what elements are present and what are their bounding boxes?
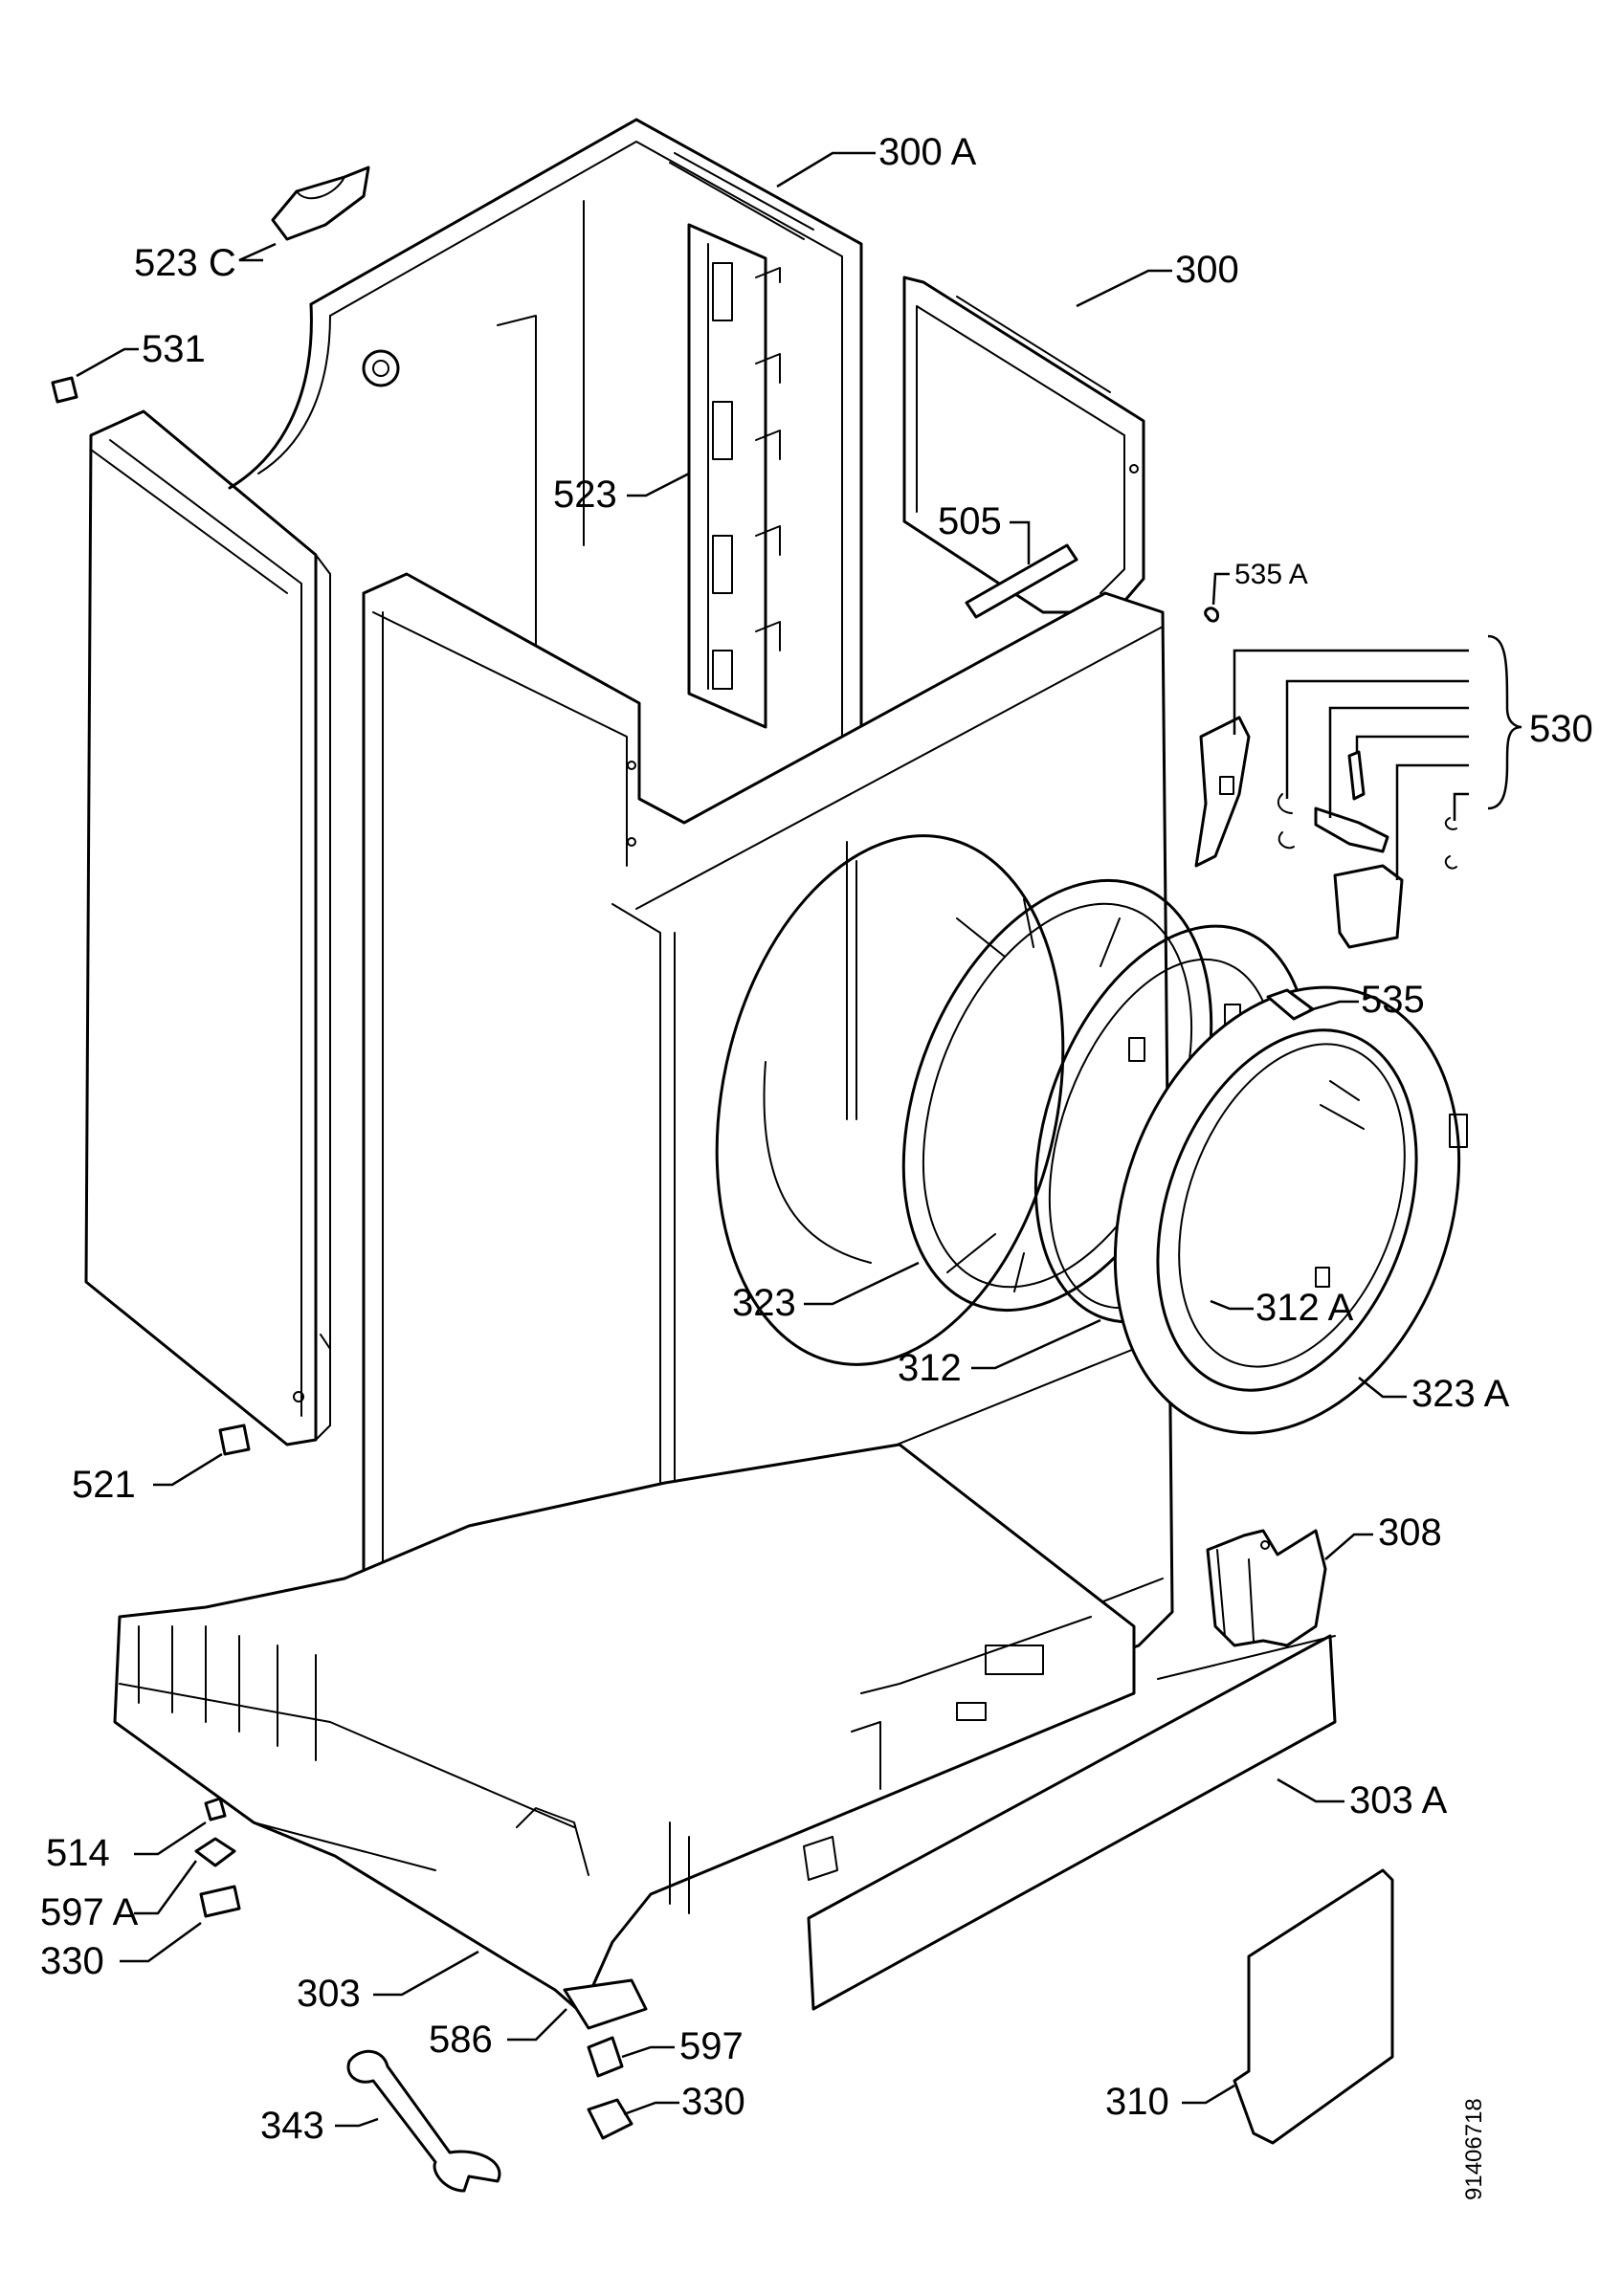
service-flap bbox=[1233, 1868, 1394, 2145]
base-frame bbox=[113, 1443, 1136, 2025]
label-310: 310 bbox=[1105, 2081, 1169, 2123]
label-531: 531 bbox=[142, 328, 206, 370]
label-530: 530 bbox=[1529, 708, 1593, 750]
label-586: 586 bbox=[429, 2019, 493, 2061]
label-597a: 597 A bbox=[40, 1891, 139, 1933]
front-plinth bbox=[807, 1634, 1337, 2011]
label-323: 323 bbox=[732, 1282, 796, 1324]
label-523c: 523 C bbox=[134, 242, 236, 284]
label-330-left: 330 bbox=[40, 1940, 104, 1982]
bracket-strip bbox=[687, 223, 781, 729]
cabinet-rear-frame bbox=[228, 118, 863, 748]
door-hinge bbox=[1206, 1529, 1327, 1647]
label-505: 505 bbox=[938, 500, 1002, 542]
label-523: 523 bbox=[553, 474, 617, 516]
side-panel bbox=[84, 409, 331, 1446]
label-535: 535 bbox=[1361, 979, 1425, 1021]
leader-lines bbox=[76, 151, 1407, 2128]
drawing-code: 91406718 bbox=[1461, 2098, 1487, 2200]
part-labels: 300 A 523 C 300 531 523 505 535 A 530 53… bbox=[40, 131, 1593, 2200]
label-521: 521 bbox=[72, 1464, 136, 1506]
label-514: 514 bbox=[46, 1832, 110, 1874]
door-assembly bbox=[1113, 985, 1468, 1435]
label-323a: 323 A bbox=[1411, 1373, 1510, 1415]
label-308: 308 bbox=[1378, 1512, 1442, 1554]
label-343: 343 bbox=[260, 2105, 324, 2147]
cabinet-side-frame bbox=[902, 276, 1145, 614]
label-312: 312 bbox=[898, 1347, 962, 1389]
label-312a: 312 A bbox=[1255, 1287, 1354, 1329]
small-parts bbox=[51, 166, 648, 2193]
label-303: 303 bbox=[297, 1973, 361, 2015]
label-597: 597 bbox=[679, 2025, 744, 2067]
label-303a: 303 A bbox=[1349, 1779, 1448, 1821]
label-300a: 300 A bbox=[878, 131, 977, 173]
door-lock-parts bbox=[1194, 607, 1522, 1021]
label-330-right: 330 bbox=[681, 2081, 745, 2123]
label-300: 300 bbox=[1175, 249, 1239, 291]
label-535a: 535 A bbox=[1234, 559, 1308, 590]
